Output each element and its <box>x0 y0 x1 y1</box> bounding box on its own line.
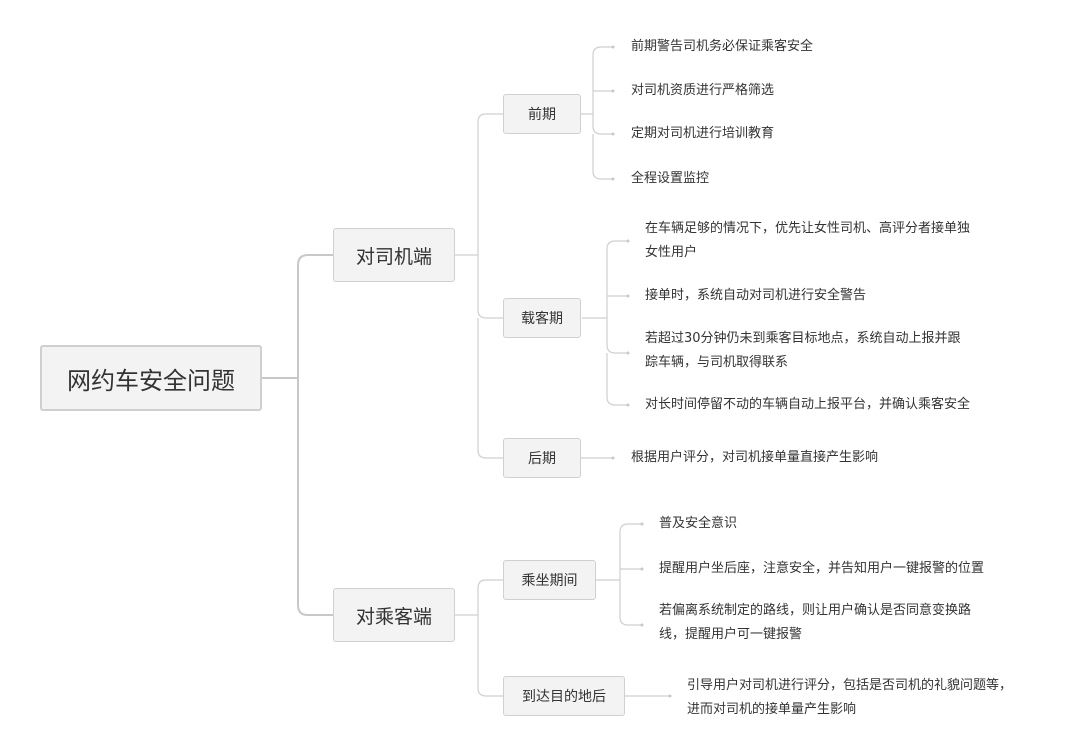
connector-carrying-leaves <box>582 240 628 406</box>
leaf-early-2: 对司机资质进行严格筛选 <box>631 83 775 98</box>
late-node[interactable]: 后期 <box>503 438 581 478</box>
root-node[interactable]: 网约车安全问题 <box>40 345 262 411</box>
leaf-carrying-3-line-2: 踪车辆，与司机取得联系 <box>645 355 789 370</box>
leaf-riding-1-line-1: 普及安全意识 <box>659 516 738 531</box>
leaf-late-1: 根据用户评分，对司机接单量直接产生影响 <box>631 450 879 465</box>
connector-passenger-arrival <box>477 615 503 697</box>
connector-root-driver <box>262 254 333 379</box>
leaf-riding-1: 普及安全意识 <box>659 512 737 536</box>
connector-riding-leaves <box>596 523 642 626</box>
leaf-carrying-3: 若超过30分钟仍未到乘客目标地点，系统自动上报并跟 踪车辆，与司机取得联系 <box>645 327 961 375</box>
leaf-carrying-1-line-2: 女性用户 <box>645 245 698 260</box>
connector-early-leaves <box>569 46 613 180</box>
leaf-riding-2-line-1: 提醒用户坐后座，注意安全，并告知用户一键报警的位置 <box>659 561 985 576</box>
connector-root-passenger <box>297 378 333 616</box>
passenger-label: 对乘客端 <box>355 605 432 628</box>
carrying-node[interactable]: 载客期 <box>503 298 581 338</box>
driver-label: 对司机端 <box>355 245 432 268</box>
leaf-arrival-1-line-1: 引导用户对司机进行评分，包括是否司机的礼貌问题等， <box>687 678 1013 693</box>
leaf-early-3: 定期对司机进行培训教育 <box>631 126 775 141</box>
riding-label: 乘坐期间 <box>521 573 578 589</box>
leaf-carrying-1-line-1: 在车辆足够的情况下，优先让女性司机、高评分者接单独 <box>645 221 971 236</box>
connector-passenger-riding <box>455 579 503 616</box>
driver-node[interactable]: 对司机端 <box>333 228 455 282</box>
arrival-label: 到达目的地后 <box>522 689 606 705</box>
leaf-riding-3-line-1: 若偏离系统制定的路线，则让用户确认是否同意变换路 <box>659 603 972 618</box>
passenger-node[interactable]: 对乘客端 <box>333 588 455 642</box>
early-node[interactable]: 前期 <box>503 94 581 134</box>
leaf-carrying-2-line-1: 接单时，系统自动对司机进行安全警告 <box>645 288 867 303</box>
arrival-node[interactable]: 到达目的地后 <box>503 676 625 716</box>
leaf-riding-2: 提醒用户坐后座，注意安全，并告知用户一键报警的位置 <box>659 557 984 581</box>
leaf-early-4: 全程设置监控 <box>631 171 710 186</box>
leaf-carrying-4-line-1: 对长时间停留不动的车辆自动上报平台，并确认乘客安全 <box>645 397 971 412</box>
connector-driver-carrying <box>477 255 503 319</box>
early-label: 前期 <box>528 107 556 123</box>
leaf-carrying-4: 对长时间停留不动的车辆自动上报平台，并确认乘客安全 <box>645 393 970 417</box>
leaf-carrying-3-line-1: 若超过30分钟仍未到乘客目标地点，系统自动上报并跟 <box>645 331 961 346</box>
leaf-arrival-1-line-2: 进而对司机的接单量产生影响 <box>687 702 857 717</box>
leaf-carrying-1: 在车辆足够的情况下，优先让女性司机、高评分者接单独 女性用户 <box>645 217 970 265</box>
root-label: 网约车安全问题 <box>67 366 235 395</box>
carrying-label: 载客期 <box>521 311 563 327</box>
leaf-riding-3-line-2: 线，提醒用户可一键报警 <box>659 627 803 642</box>
connector-driver-late <box>477 318 503 459</box>
connector-driver-early <box>455 113 503 256</box>
riding-node[interactable]: 乘坐期间 <box>503 560 596 600</box>
leaf-early-1: 前期警告司机务必保证乘客安全 <box>631 39 814 54</box>
leaf-riding-3: 若偏离系统制定的路线，则让用户确认是否同意变换路 线，提醒用户可一键报警 <box>659 599 971 647</box>
leaf-arrival-1: 引导用户对司机进行评分，包括是否司机的礼貌问题等， 进而对司机的接单量产生影响 <box>687 674 1012 722</box>
late-label: 后期 <box>528 451 556 467</box>
leaf-carrying-2: 接单时，系统自动对司机进行安全警告 <box>645 284 866 308</box>
